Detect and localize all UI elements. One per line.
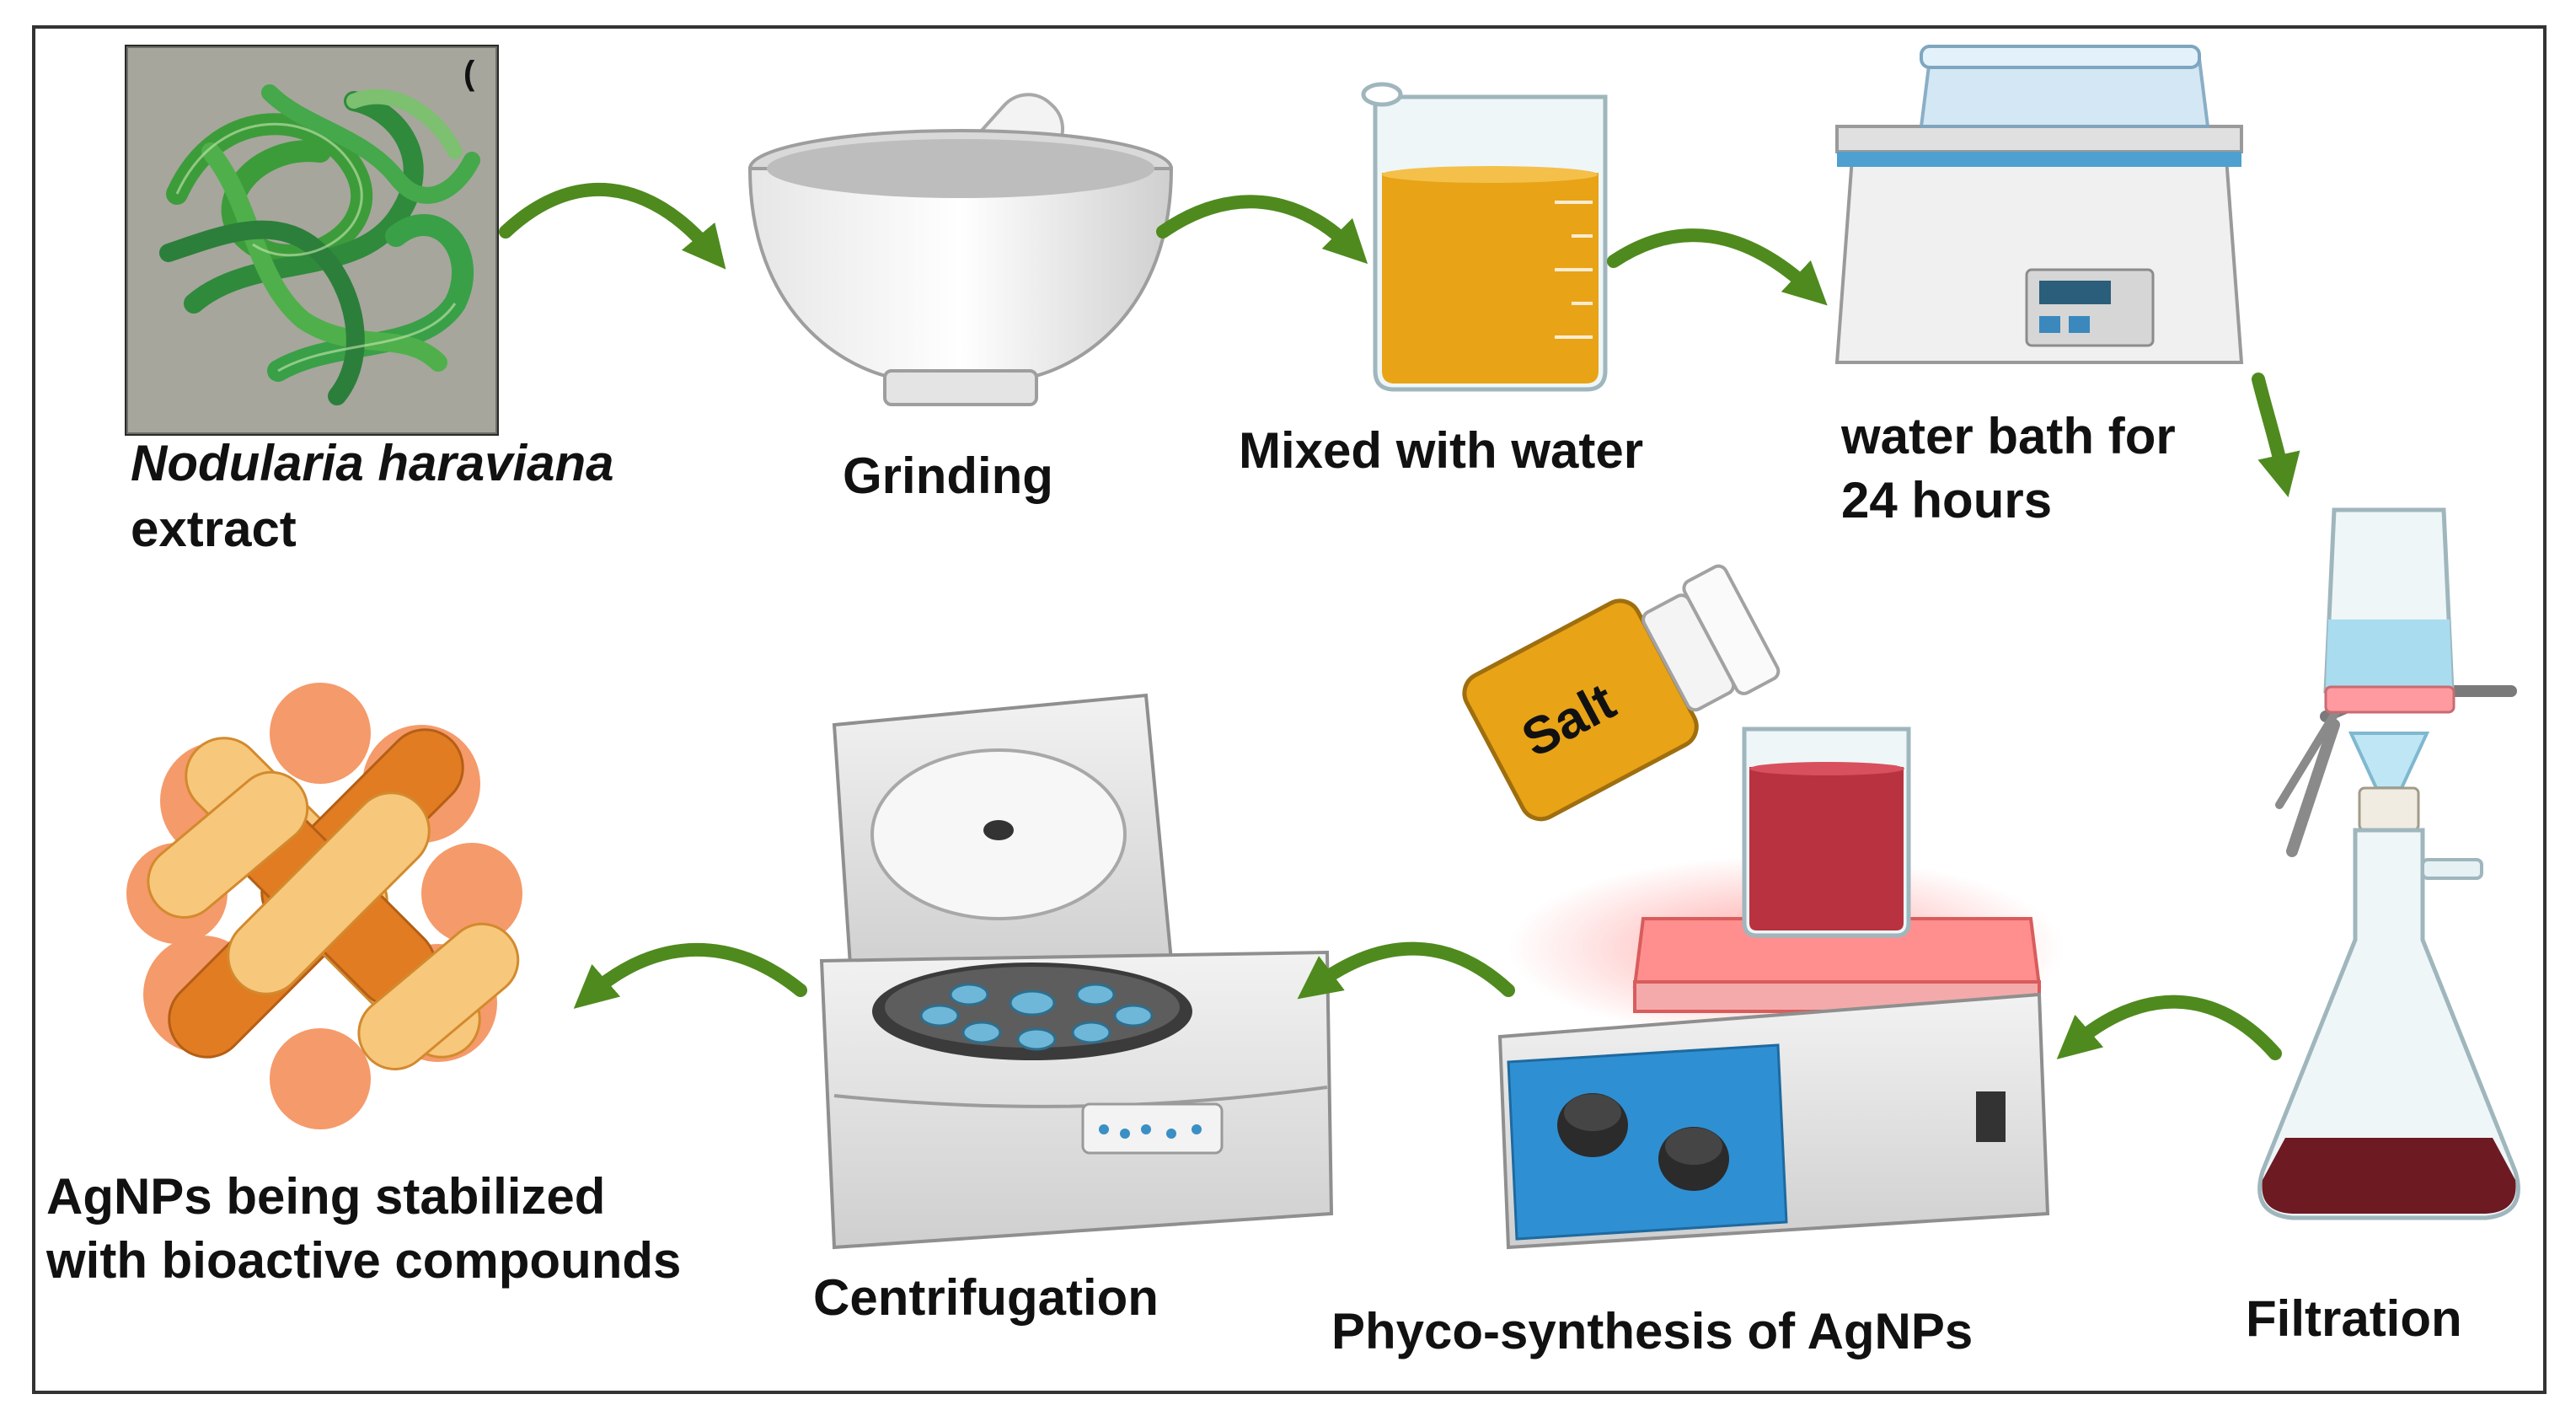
- beaker-yellow: [1361, 82, 1608, 392]
- label-extract-species: Nodularia haraviana: [131, 435, 614, 491]
- label-agnps-line1: AgNPs being stabilized: [46, 1168, 605, 1225]
- centrifuge: [819, 693, 1334, 1250]
- label-mixed: Mixed with water: [1239, 422, 1643, 479]
- arrow-centrifuge-to-agnp: [573, 942, 807, 1009]
- arrow-phyco-to-centrifuge: [1297, 941, 1515, 1000]
- beaker-red: [1742, 727, 1911, 938]
- label-grinding: Grinding: [843, 448, 1053, 504]
- label-extract: Nodularia haraviana extract: [131, 435, 628, 557]
- arrow-filtration-to-phyco: [2056, 995, 2282, 1060]
- label-filtration: Filtration: [2246, 1290, 2462, 1347]
- label-phyco: Phyco-synthesis of AgNPs: [1331, 1303, 1973, 1359]
- label-water-bath: water bath for 24 hours: [1840, 408, 2189, 528]
- label-agnps-line2: with bioactive compounds: [46, 1232, 681, 1289]
- arrow-bath-to-filtration: [2252, 373, 2300, 497]
- arrow-grinding-to-mixed: [1156, 195, 1368, 265]
- arrow-extract-to-grinding: [499, 182, 726, 270]
- diagram-frame: [32, 25, 2547, 1394]
- label-agnps: AgNPs being stabilized with bioactive co…: [46, 1168, 681, 1289]
- label-extract-suffix: extract: [131, 501, 297, 557]
- filtration-apparatus: [2257, 507, 2520, 1220]
- nodularia-photo: (: [125, 45, 499, 436]
- water-bath: [1834, 45, 2244, 364]
- arrow-mixed-to-bath: [1607, 228, 1828, 306]
- label-centrifugation: Centrifugation: [813, 1269, 1159, 1326]
- agnp-cluster: [126, 683, 522, 1129]
- hot-plate-stirrer: [1497, 855, 2065, 1250]
- label-water-bath-line2: 24 hours: [1841, 472, 2052, 528]
- label-water-bath-line1: water bath for: [1840, 408, 2176, 464]
- photo-corner-mark: (: [463, 55, 475, 92]
- mortar-and-pestle: [747, 93, 1174, 406]
- salt-bottle: Salt: [1462, 564, 1781, 822]
